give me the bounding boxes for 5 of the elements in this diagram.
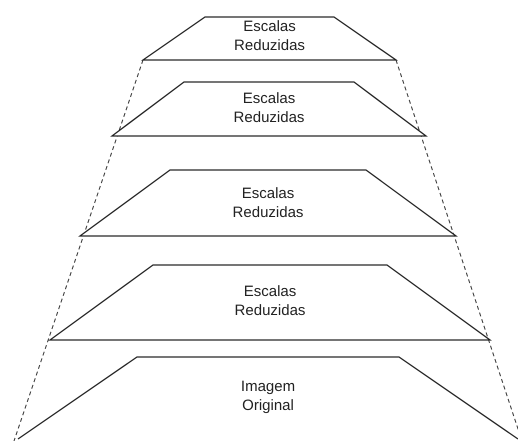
layer-label: Escalas Reduzidas [232, 89, 306, 127]
layer-label: Escalas Reduzidas [234, 282, 306, 320]
layer-label: Imagem Original [240, 377, 296, 415]
layer-label: Escalas Reduzidas [233, 17, 306, 55]
layer-label: Escalas Reduzidas [232, 184, 304, 222]
